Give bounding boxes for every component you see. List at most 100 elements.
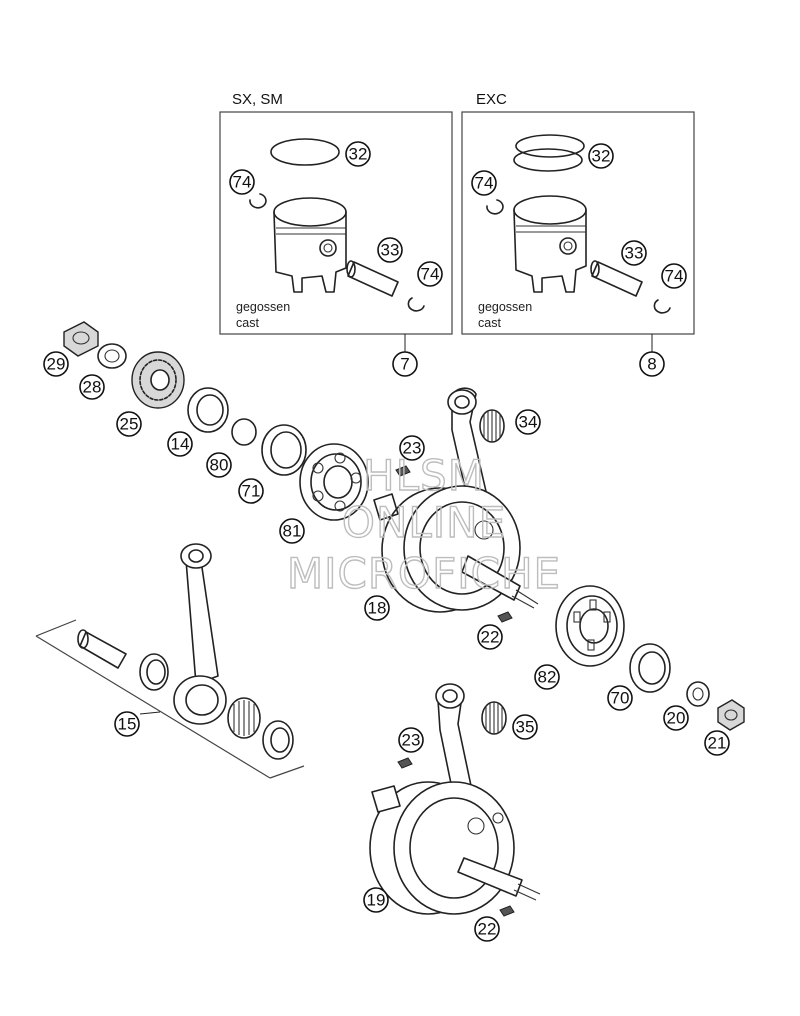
- crankshaft-assembly-19: [369, 683, 541, 915]
- callout-81: 81: [279, 518, 305, 544]
- box-title-exc: EXC: [476, 91, 507, 108]
- callout-25: 25: [116, 411, 142, 437]
- woodruff-key: [397, 757, 413, 769]
- note-cast-left: cast: [236, 316, 259, 330]
- callout-74: 74: [417, 261, 443, 287]
- piston-pin: [346, 260, 399, 297]
- callout-71: 71: [238, 478, 264, 504]
- callout-20: 20: [663, 705, 689, 731]
- callout-23: 23: [399, 435, 425, 461]
- callout-74: 74: [471, 170, 497, 196]
- woodruff-key: [497, 611, 513, 623]
- crankshaft-assembly-18: [373, 387, 539, 613]
- callout-23: 23: [398, 727, 424, 753]
- note-gegossen-right: gegossen: [478, 300, 532, 314]
- callout-82: 82: [534, 664, 560, 690]
- svg-text:19: 19: [367, 891, 386, 910]
- washer: [97, 343, 127, 369]
- needle-bearing-34: [479, 409, 505, 443]
- piston-pin-clip: [249, 193, 267, 209]
- svg-text:82: 82: [538, 668, 557, 687]
- svg-text:20: 20: [667, 709, 686, 728]
- svg-text:23: 23: [402, 731, 421, 750]
- svg-text:18: 18: [368, 599, 387, 618]
- note-cast-right: cast: [478, 316, 501, 330]
- callout-74: 74: [229, 169, 255, 195]
- primary-gear: [131, 351, 185, 409]
- nut: [63, 321, 99, 357]
- svg-text:32: 32: [592, 147, 611, 166]
- svg-text:74: 74: [421, 265, 440, 284]
- piston-pin: [590, 260, 643, 297]
- svg-text:74: 74: [665, 267, 684, 286]
- callout-34: 34: [515, 409, 541, 435]
- svg-text:29: 29: [47, 355, 66, 374]
- watermark-line-1: HLSM: [363, 451, 485, 500]
- washer-right: [686, 681, 710, 707]
- shaft-seal-right: [629, 643, 671, 693]
- piston-pin-clip: [486, 199, 504, 215]
- callout-19: 19: [363, 887, 389, 913]
- callout-35: 35: [512, 714, 538, 740]
- piston-ring: [270, 138, 340, 166]
- callout-32: 32: [345, 141, 371, 167]
- svg-text:35: 35: [516, 718, 535, 737]
- svg-text:15: 15: [118, 715, 137, 734]
- watermark-line-2: ONLINE: [342, 498, 506, 547]
- conrod-kit-15: [35, 543, 305, 779]
- needle-bearing-35: [481, 701, 507, 735]
- svg-text:14: 14: [171, 435, 190, 454]
- callout-8: 8: [639, 351, 665, 377]
- svg-text:22: 22: [478, 920, 497, 939]
- o-ring: [231, 418, 257, 446]
- svg-text:70: 70: [611, 689, 630, 708]
- callout-33: 33: [377, 237, 403, 263]
- callout-74: 74: [661, 263, 687, 289]
- svg-text:8: 8: [647, 355, 656, 374]
- piston-kit-box-exc: EXC gegossen cast: [461, 91, 695, 335]
- callout-21: 21: [704, 730, 730, 756]
- main-bearing-left: [299, 443, 369, 521]
- callout-22: 22: [474, 916, 500, 942]
- watermark: HLSM ONLINE MICROFICHE: [286, 450, 561, 598]
- piston-pin-clip: [653, 299, 671, 314]
- callout-15: 15: [114, 711, 140, 737]
- callout-7: 7: [392, 351, 418, 377]
- shaft-seal: [261, 424, 307, 476]
- woodruff-key: [395, 465, 411, 477]
- piston-kit-box-sx-sm: SX, SM gegossen cast: [219, 91, 453, 335]
- svg-text:21: 21: [708, 734, 727, 753]
- callout-33: 33: [621, 240, 647, 266]
- piston-ring: [513, 148, 583, 172]
- svg-text:71: 71: [242, 482, 261, 501]
- woodruff-key: [499, 905, 515, 917]
- svg-text:80: 80: [210, 456, 229, 475]
- callout-80: 80: [206, 452, 232, 478]
- svg-text:7: 7: [400, 355, 409, 374]
- svg-text:74: 74: [475, 174, 494, 193]
- box-title-sx-sm: SX, SM: [232, 91, 283, 108]
- bearing-sleeve: [187, 387, 229, 433]
- svg-text:33: 33: [381, 241, 400, 260]
- svg-text:74: 74: [233, 173, 252, 192]
- svg-text:34: 34: [519, 413, 538, 432]
- svg-text:81: 81: [283, 522, 302, 541]
- callout-28: 28: [79, 374, 105, 400]
- callout-70: 70: [607, 685, 633, 711]
- main-bearing-right: [555, 585, 625, 667]
- svg-text:23: 23: [403, 439, 422, 458]
- svg-text:28: 28: [83, 378, 102, 397]
- watermark-line-3: MICROFICHE: [287, 549, 561, 598]
- svg-text:33: 33: [625, 244, 644, 263]
- callout-32: 32: [588, 143, 614, 169]
- callout-22: 22: [477, 624, 503, 650]
- svg-text:25: 25: [120, 415, 139, 434]
- callout-14: 14: [167, 431, 193, 457]
- callout-29: 29: [43, 351, 69, 377]
- nut-right: [717, 699, 745, 731]
- note-gegossen-left: gegossen: [236, 300, 290, 314]
- callout-18: 18: [364, 595, 390, 621]
- piston-pin-clip: [407, 297, 425, 312]
- piston-ring: [515, 134, 585, 158]
